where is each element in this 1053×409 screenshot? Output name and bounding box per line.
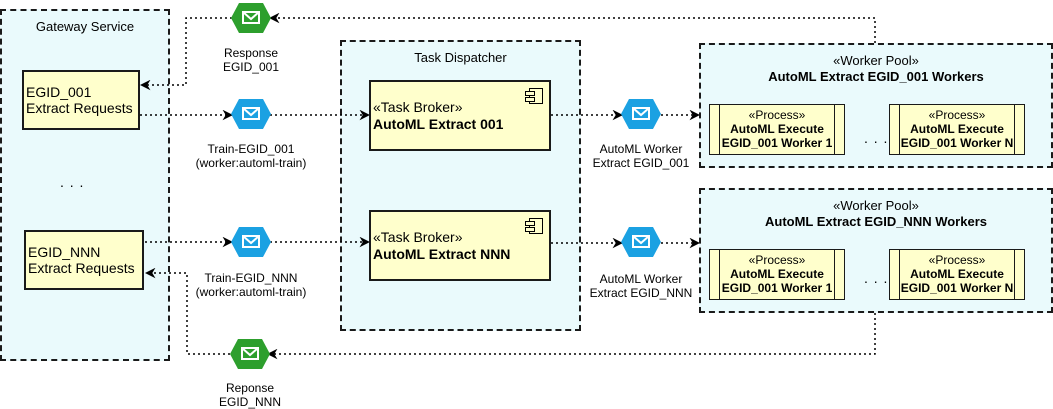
gateway-ellipsis: . . . [60, 174, 85, 190]
worker-pool-nnn-stereotype: «Worker Pool» [833, 198, 919, 213]
worker-nnn-line1: AutoML Worker [599, 272, 683, 286]
egid-001-extract-label: Extract Requests [26, 100, 133, 116]
worker-pool-nnn-title: AutoML Extract EGID_NNN Workers [764, 214, 987, 229]
process-stereotype: «Process» [928, 253, 986, 267]
process-name-line2: EGID_001 Worker 1 [721, 136, 833, 150]
process-name-line2: EGID_001 Worker 1 [721, 281, 833, 295]
component-icon [525, 88, 543, 104]
pool-nnn-ellipsis: . . . [864, 270, 889, 286]
egid-nnn-extract-requests: EGID_NNN Extract Requests [24, 230, 144, 290]
response-nnn-line2: EGID_NNN [218, 395, 281, 409]
worker-001-label: AutoML Worker Extract EGID_001 [581, 142, 701, 170]
response-nnn-label: Reponse EGID_NNN [200, 381, 300, 409]
worker-001-line2: Extract EGID_001 [592, 156, 690, 170]
train-001-queue-icon [231, 98, 271, 130]
response-001-queue-icon [231, 2, 271, 34]
process-name-line1: AutoML Execute [730, 267, 824, 281]
worker-001-queue-icon [621, 98, 661, 130]
train-001-line1: Train-EGID_001 [207, 142, 295, 156]
task-dispatcher-title: Task Dispatcher [414, 50, 507, 65]
worker-nnn-queue-icon [621, 226, 661, 258]
egid-001-extract-requests: EGID_001 Extract Requests [22, 70, 140, 130]
train-001-line2: (worker:automl-train) [195, 156, 307, 170]
worker-nnn-label: AutoML Worker Extract EGID_NNN [581, 272, 701, 300]
gateway-service-title: Gateway Service [35, 19, 135, 34]
worker-pool-001-title: AutoML Extract EGID_001 Workers [768, 69, 984, 84]
flow-pool-001-to-response-queue [268, 12, 876, 43]
train-nnn-queue-icon [231, 226, 271, 258]
pool-nnn-worker-n: «Process» AutoML Execute EGID_001 Worker… [889, 249, 1025, 300]
egid-nnn-label: EGID_NNN [28, 244, 101, 260]
task-broker-001-stereotype: «Task Broker» [373, 99, 463, 115]
worker-pool-001-stereotype: «Worker Pool» [833, 53, 919, 68]
train-nnn-label: Train-EGID_NNN (worker:automl-train) [186, 271, 316, 299]
process-stereotype: «Process» [748, 108, 806, 122]
response-001-line1: Response [223, 46, 279, 60]
train-001-label: Train-EGID_001 (worker:automl-train) [186, 142, 316, 170]
response-nnn-queue-icon [230, 338, 270, 370]
flow-response-nnn-to-request [144, 267, 230, 355]
response-001-label: Response EGID_001 [201, 46, 301, 74]
egid-001-label: EGID_001 [26, 84, 92, 100]
gateway-service-container: Gateway Service [0, 9, 170, 361]
response-001-line2: EGID_001 [222, 60, 280, 74]
train-nnn-line2: (worker:automl-train) [195, 285, 307, 299]
task-broker-nnn: «Task Broker» AutoML Extract NNN [369, 210, 551, 281]
egid-nnn-extract-label: Extract Requests [28, 260, 135, 276]
process-name-line2: EGID_001 Worker N [900, 136, 1014, 150]
worker-nnn-line2: Extract EGID_NNN [589, 286, 693, 300]
task-broker-nnn-name: AutoML Extract NNN [373, 246, 511, 262]
train-nnn-line1: Train-EGID_NNN [204, 271, 298, 285]
task-broker-001: «Task Broker» AutoML Extract 001 [369, 80, 551, 151]
worker-001-line1: AutoML Worker [599, 142, 683, 156]
process-name-line1: AutoML Execute [910, 122, 1004, 136]
pool-001-worker-1: «Process» AutoML Execute EGID_001 Worker… [709, 104, 845, 155]
pool-001-ellipsis: . . . [864, 130, 889, 146]
process-name-line2: EGID_001 Worker N [900, 281, 1014, 295]
flow-pool-nnn-to-response-queue [266, 313, 876, 360]
process-name-line1: AutoML Execute [910, 267, 1004, 281]
process-stereotype: «Process» [928, 108, 986, 122]
process-name-line1: AutoML Execute [730, 122, 824, 136]
flow-response-001-to-request [139, 17, 232, 91]
task-broker-nnn-stereotype: «Task Broker» [373, 229, 463, 245]
pool-nnn-worker-1: «Process» AutoML Execute EGID_001 Worker… [709, 249, 845, 300]
pool-001-worker-n: «Process» AutoML Execute EGID_001 Worker… [889, 104, 1025, 155]
component-icon [525, 218, 543, 234]
response-nnn-line1: Reponse [225, 381, 275, 395]
task-broker-001-name: AutoML Extract 001 [373, 116, 504, 132]
process-stereotype: «Process» [748, 253, 806, 267]
